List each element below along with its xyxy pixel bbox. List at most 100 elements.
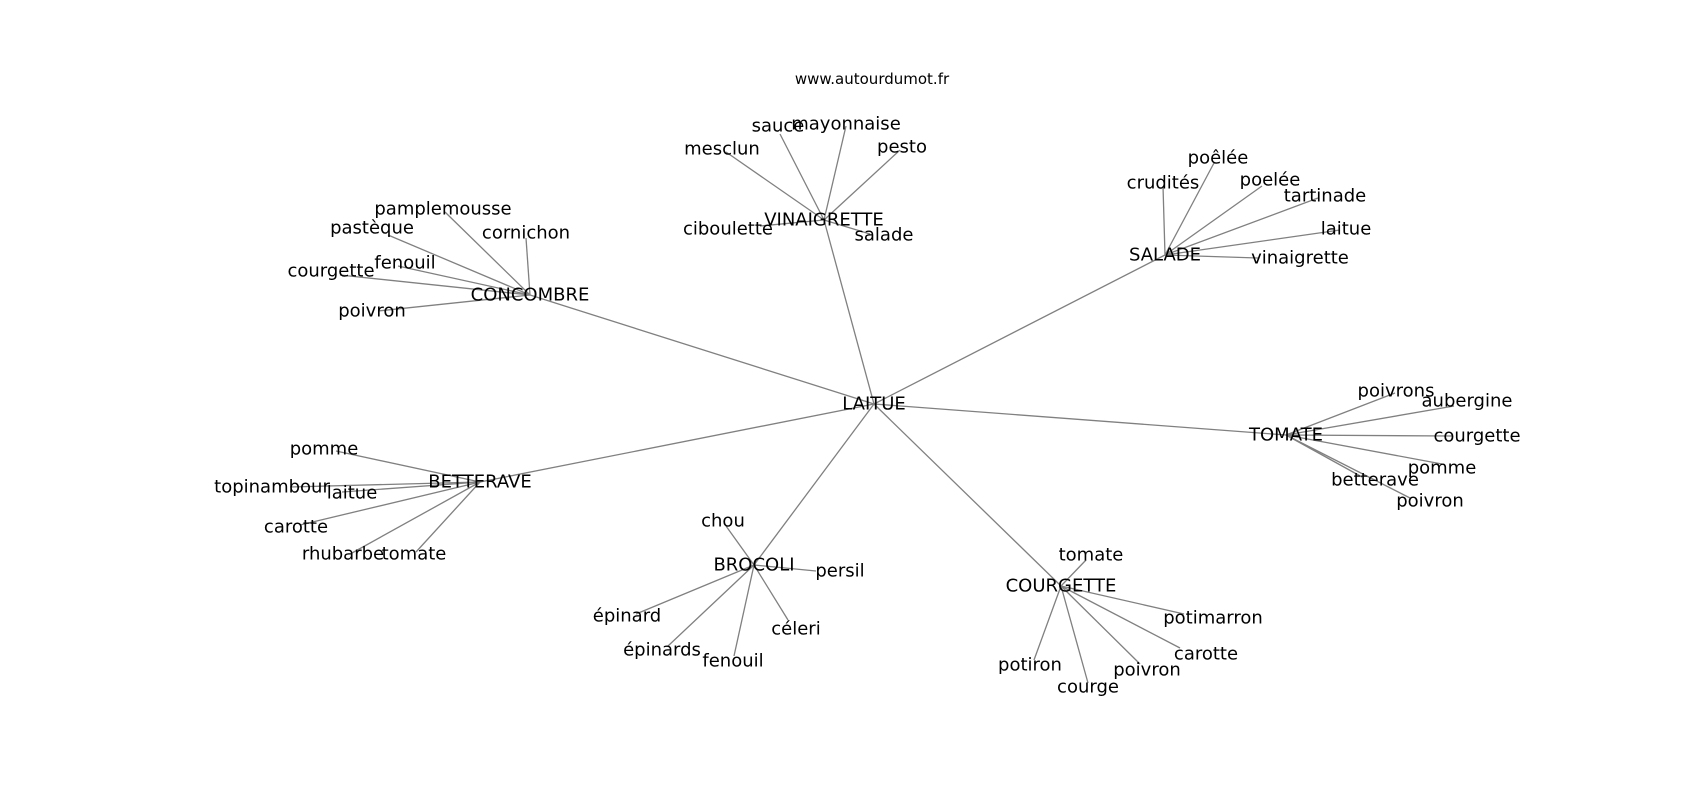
center-edge: [873, 254, 1166, 405]
leaf-node-label: fenouil: [374, 253, 435, 274]
leaf-node-label: poivron: [338, 301, 406, 322]
leaf-node-label: pastèque: [330, 218, 414, 239]
leaf-edge: [1060, 585, 1089, 684]
leaf-edge: [1285, 392, 1396, 436]
cluster-node-label: BROCOLI: [713, 555, 794, 576]
center-edge: [479, 403, 875, 483]
leaf-node-label: pomme: [1408, 458, 1477, 479]
leaf-edge: [299, 481, 481, 526]
leaf-node-label: fenouil: [702, 651, 763, 672]
leaf-edge: [525, 237, 531, 296]
leaf-node-label: ciboulette: [683, 219, 773, 240]
leaf-node-label: potiron: [998, 655, 1062, 676]
leaf-node-label: courgette: [287, 261, 374, 282]
leaf-node-label: tartinade: [1284, 186, 1367, 207]
center-edge: [753, 403, 875, 566]
leaf-edge: [753, 564, 789, 621]
leaf-node-label: poêlée: [1188, 148, 1249, 169]
leaf-edge: [415, 481, 481, 553]
leaf-edge: [1060, 559, 1087, 587]
leaf-edge: [1164, 162, 1215, 256]
leaf-node-label: poivron: [1396, 491, 1464, 512]
leaf-edge: [1164, 229, 1341, 256]
leaf-edge: [1285, 405, 1455, 436]
leaf-node-label: pomme: [290, 439, 359, 460]
leaf-edge: [1285, 434, 1411, 499]
leaf-edge: [444, 211, 531, 296]
leaf-edge: [779, 133, 825, 221]
leaf-edge: [1164, 185, 1263, 256]
leaf-node-label: céleri: [771, 619, 820, 640]
leaf-edge: [335, 450, 481, 483]
leaf-node-label: poivrons: [1358, 381, 1435, 402]
leaf-edge: [1060, 585, 1181, 649]
leaf-node-label: crudités: [1127, 173, 1200, 194]
leaf-edge: [377, 294, 531, 312]
leaf-node-label: laitue: [1321, 219, 1372, 240]
leaf-edge: [351, 481, 481, 554]
leaf-edge: [823, 125, 847, 221]
center-edge: [529, 294, 875, 405]
leaf-node-label: épinard: [593, 606, 661, 627]
leaf-node-label: pamplemousse: [374, 199, 511, 220]
leaf-edge: [1162, 185, 1166, 256]
leaf-node-label: tomate: [1059, 545, 1124, 566]
leaf-edge: [289, 481, 481, 488]
leaf-edge: [387, 234, 531, 296]
leaf-node-label: carotte: [1174, 644, 1238, 665]
graph-edges: [289, 125, 1455, 684]
leaf-node-label: topinambour: [214, 477, 330, 498]
leaf-node-label: poivron: [1113, 660, 1181, 681]
leaf-edge: [341, 481, 481, 493]
source-credit: www.autourdumot.fr: [794, 70, 950, 88]
leaf-edge: [753, 564, 817, 572]
leaf-node-label: salade: [855, 225, 914, 246]
leaf-edge: [1033, 585, 1062, 661]
cluster-node-label: VINAIGRETTE: [764, 210, 884, 231]
leaf-edge: [725, 151, 825, 221]
cluster-node-label: BETTERAVE: [428, 472, 531, 493]
leaf-node-label: betterave: [1331, 470, 1419, 491]
leaf-node-label: laitue: [327, 483, 378, 504]
leaf-node-label: mesclun: [684, 139, 760, 160]
cluster-node-label: TOMATE: [1248, 425, 1323, 446]
leaf-edge: [759, 219, 825, 227]
leaf-node-label: persil: [815, 561, 864, 582]
leaf-node-label: potimarron: [1163, 608, 1263, 629]
leaf-node-label: vinaigrette: [1251, 248, 1349, 269]
leaf-node-label: sauce: [752, 116, 805, 137]
leaf-node-label: poelée: [1240, 170, 1301, 191]
leaf-node-label: carotte: [264, 517, 328, 538]
cluster-node-label: SALADE: [1129, 245, 1201, 266]
leaf-edge: [635, 564, 755, 615]
leaf-edge: [1285, 434, 1443, 465]
leaf-node-label: courgette: [1433, 426, 1520, 447]
leaf-node-label: courge: [1057, 677, 1119, 698]
cluster-node-label: CONCOMBRE: [471, 285, 590, 306]
leaf-node-label: épinards: [623, 640, 701, 661]
leaf-node-label: tomate: [382, 544, 447, 565]
leaf-edge: [725, 525, 755, 566]
leaf-node-label: pesto: [877, 137, 927, 158]
leaf-node-label: chou: [701, 511, 745, 532]
leaf-node-label: cornichon: [482, 223, 570, 244]
center-node-label: LAITUE: [842, 394, 906, 415]
leaf-node-label: mayonnaise: [791, 114, 901, 135]
leaf-edge: [339, 274, 531, 296]
leaf-edge: [1285, 434, 1453, 437]
leaf-edge: [733, 564, 755, 657]
leaf-node-label: aubergine: [1422, 391, 1513, 412]
leaf-edge: [1164, 254, 1259, 259]
leaf-edge: [397, 265, 531, 296]
leaf-edge: [823, 149, 901, 221]
cluster-node-label: COURGETTE: [1006, 576, 1117, 597]
center-edge: [823, 219, 875, 405]
center-edge: [873, 403, 1287, 436]
leaf-node-label: rhubarbe: [302, 544, 384, 565]
leaf-edge: [1060, 585, 1185, 615]
leaf-edge: [823, 219, 871, 235]
leaf-edge: [1060, 585, 1141, 665]
leaf-edge: [1164, 197, 1319, 256]
